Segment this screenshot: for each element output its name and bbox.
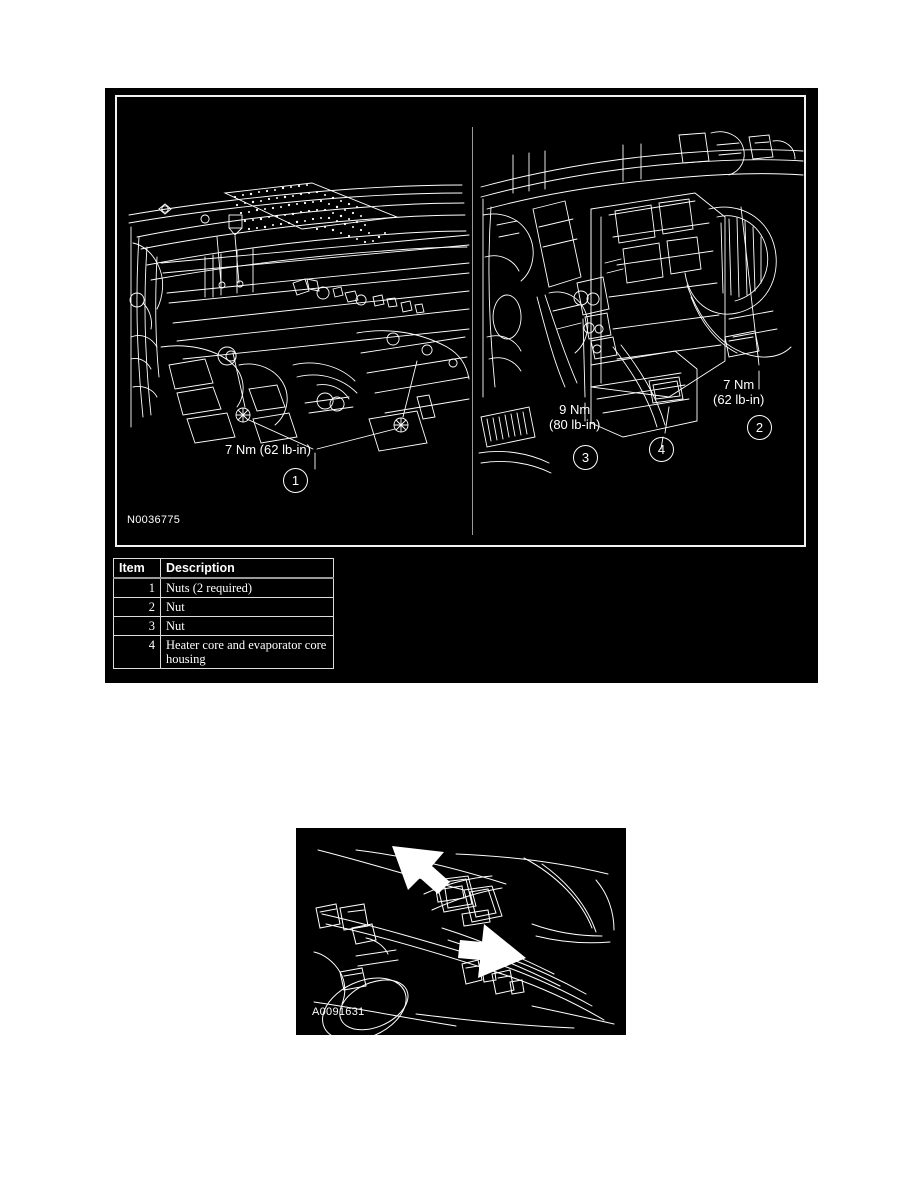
cell-description: Heater core and evaporator core housing <box>160 635 334 669</box>
figure-instrument-panel-clips: A0091631 <box>296 828 626 1035</box>
table-header-row: Item Description <box>113 558 334 579</box>
callout-arrow-upper <box>392 846 450 894</box>
cell-item-number: 2 <box>113 597 161 617</box>
callout-bubble-2: 2 <box>747 415 772 440</box>
instrument-panel-clips-lineart <box>313 846 615 1035</box>
cell-item-number: 3 <box>113 616 161 636</box>
cell-description: Nut <box>160 616 334 636</box>
cell-item-number: 4 <box>113 635 161 669</box>
table-row: 2 Nut <box>113 597 334 617</box>
callout-bubble-3: 3 <box>573 445 598 470</box>
column-header-item: Item <box>113 558 161 579</box>
figure-border: 7 Nm (62 lb-in) 1 <box>115 95 806 547</box>
table-row: 3 Nut <box>113 616 334 636</box>
torque-label-9nm: 9 Nm (80 lb-in) <box>549 402 601 432</box>
callout-arrow-lower <box>458 924 526 978</box>
hvac-housing-lineart <box>478 131 804 474</box>
panel-divider <box>472 127 473 535</box>
parts-legend-table: Item Description 1 Nuts (2 required) 2 N… <box>113 558 334 669</box>
figure-panel-right: 9 Nm (80 lb-in) 7 Nm (62 lb-in) 3 4 2 <box>473 97 808 545</box>
callout-bubble-4: 4 <box>649 437 674 462</box>
figure-2-id-label: A0091631 <box>312 1006 365 1018</box>
torque-label-7nm-right: 7 Nm (62 lb-in) <box>713 377 765 407</box>
cell-description: Nuts (2 required) <box>160 577 334 598</box>
cowl-engine-bay-lineart <box>128 182 470 470</box>
column-header-description: Description <box>160 558 334 579</box>
cell-description: Nut <box>160 597 334 617</box>
table-row: 4 Heater core and evaporator core housin… <box>113 635 334 669</box>
callout-bubble-1: 1 <box>283 468 308 493</box>
figure-panel-left: 7 Nm (62 lb-in) 1 <box>117 97 472 545</box>
cell-item-number: 1 <box>113 577 161 598</box>
torque-label-left: 7 Nm (62 lb-in) <box>225 442 311 457</box>
table-row: 1 Nuts (2 required) <box>113 577 334 598</box>
figure-1-id-label: N0036775 <box>127 514 181 526</box>
